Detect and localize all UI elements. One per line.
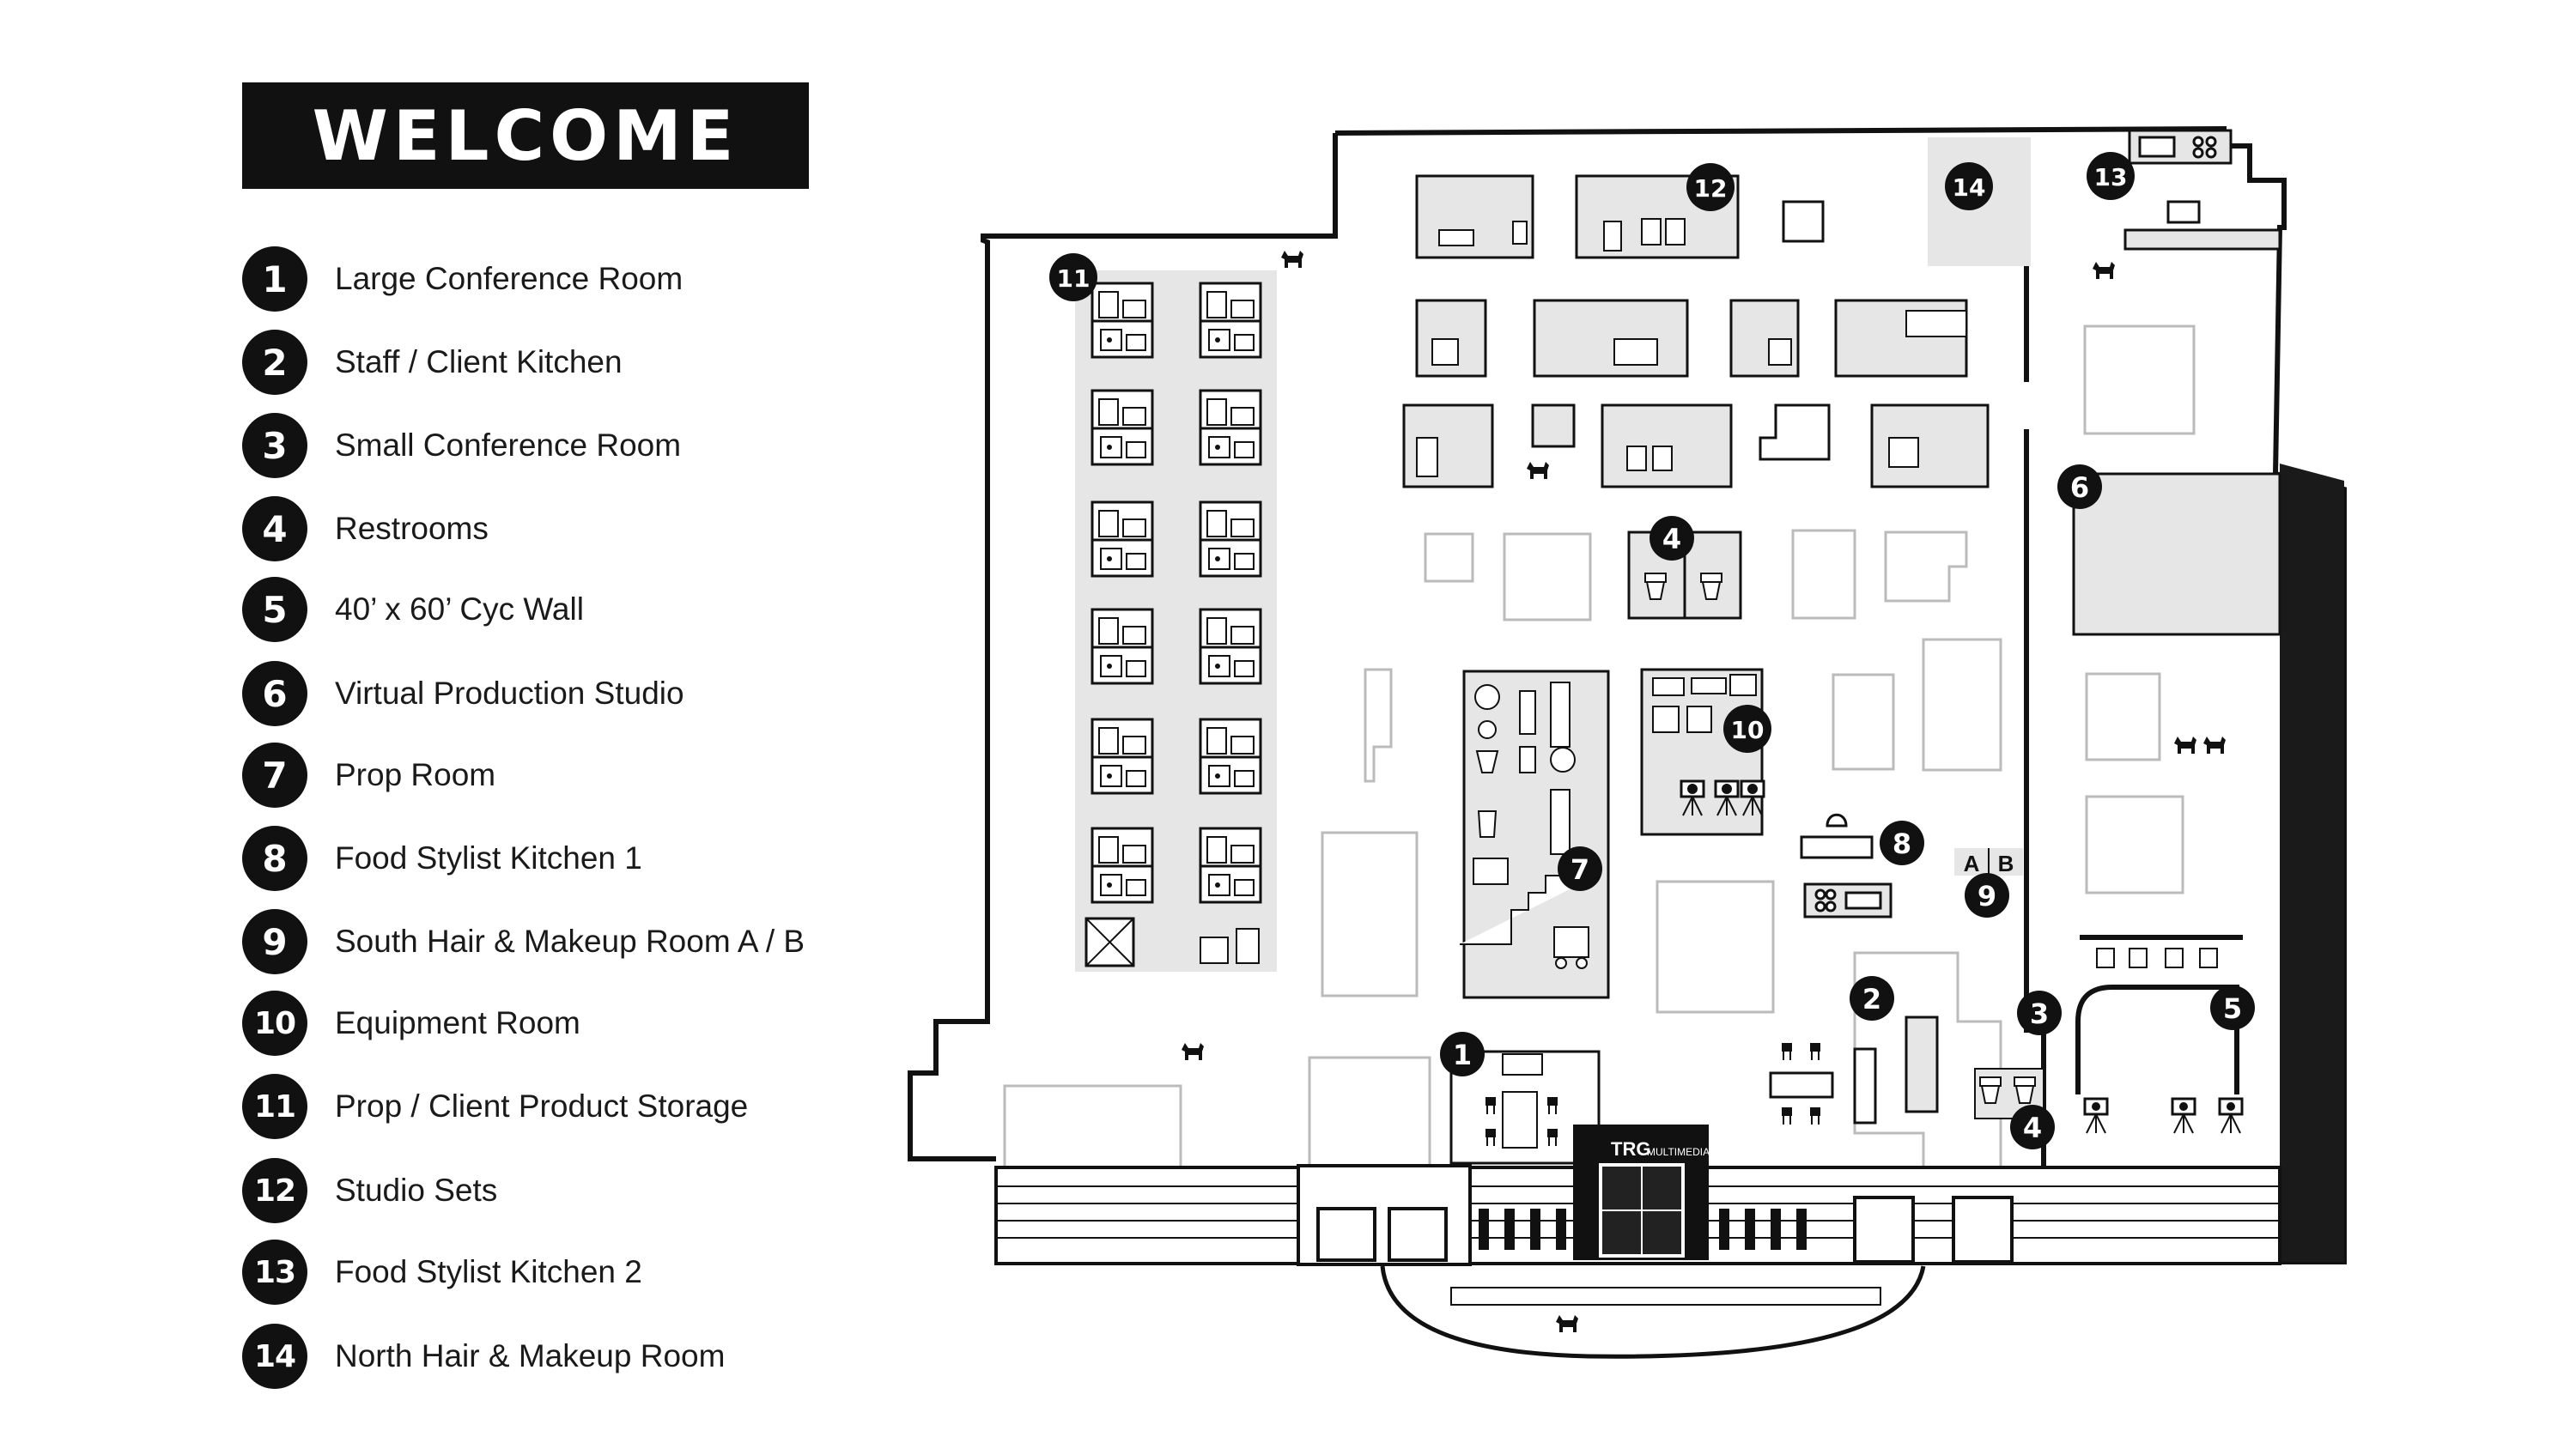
marker-14: 14 — [1945, 162, 1993, 210]
legend-label: South Hair & Makeup Room A / B — [335, 924, 805, 959]
legend-item-4: 4 Restrooms — [242, 494, 489, 563]
legend-item-7: 7 Prop Room — [242, 741, 495, 809]
marker-13: 13 — [2087, 152, 2135, 200]
legend-label: Staff / Client Kitchen — [335, 344, 623, 379]
storage-shelves — [1084, 282, 1262, 967]
dog-icon — [2174, 737, 2196, 754]
marker-3: 3 — [2017, 991, 2062, 1035]
svg-text:4: 4 — [1662, 523, 1681, 555]
legend-number: 6 — [242, 661, 307, 726]
east-wall — [2280, 464, 2344, 1262]
dog-icon — [2093, 262, 2115, 279]
legend-item-10: 10 Equipment Room — [242, 989, 580, 1058]
marker-4-upper: 4 — [1649, 516, 1694, 561]
marker-9: 9 — [1965, 873, 2009, 918]
legend-item-14: 14 North Hair & Makeup Room — [242, 1322, 725, 1391]
legend-item-13: 13 Food Stylist Kitchen 2 — [242, 1238, 642, 1307]
room-6-studio — [2072, 472, 2281, 636]
prop-room-props — [1460, 682, 1597, 969]
marker-5: 5 — [2210, 985, 2255, 1030]
legend-number: 4 — [242, 496, 307, 561]
svg-text:10: 10 — [1731, 716, 1765, 744]
svg-text:8: 8 — [1893, 828, 1911, 860]
legend-number: 1 — [242, 246, 307, 312]
building-sign: TRG — [1611, 1138, 1650, 1160]
legend-number: 10 — [242, 991, 307, 1056]
room-9a-label: A — [1964, 851, 1980, 876]
legend-label: Restrooms — [335, 511, 489, 546]
legend-item-2: 2 Staff / Client Kitchen — [242, 328, 623, 397]
marker-8: 8 — [1880, 821, 1924, 865]
legend-number: 12 — [242, 1158, 307, 1223]
room-9b-label: B — [1998, 851, 2014, 876]
legend-number: 3 — [242, 413, 307, 478]
legend-label: Virtual Production Studio — [335, 676, 684, 711]
dog-icon — [2203, 737, 2226, 754]
marker-12: 12 — [1686, 163, 1735, 211]
legend-item-6: 6 Virtual Production Studio — [242, 659, 684, 728]
svg-text:12: 12 — [1694, 174, 1728, 203]
svg-text:7: 7 — [1571, 853, 1589, 886]
legend-label: Studio Sets — [335, 1173, 498, 1208]
legend-label: Food Stylist Kitchen 1 — [335, 840, 642, 876]
marker-4-lower: 4 — [2010, 1105, 2055, 1149]
svg-text:3: 3 — [2030, 997, 2049, 1030]
legend-label: 40’ x 60’ Cyc Wall — [335, 591, 584, 627]
legend-item-8: 8 Food Stylist Kitchen 1 — [242, 824, 642, 893]
marker-7: 7 — [1558, 846, 1602, 891]
legend-label: Large Conference Room — [335, 261, 683, 296]
staff-kitchen-2 — [1769, 1016, 1939, 1125]
window-bars — [1479, 1209, 1807, 1250]
legend-number: 9 — [242, 909, 307, 974]
equipment-items — [1652, 674, 1765, 817]
kitchen-8 — [1800, 813, 1893, 919]
dog-icon — [1527, 462, 1549, 479]
legend-item-12: 12 Studio Sets — [242, 1156, 497, 1225]
dog-icon — [1281, 251, 1303, 268]
legend-number: 7 — [242, 743, 307, 808]
svg-text:13: 13 — [2094, 163, 2128, 191]
svg-text:1: 1 — [1453, 1039, 1472, 1071]
marker-6: 6 — [2057, 464, 2102, 509]
dog-icon — [1182, 1043, 1204, 1060]
kitchen-13 — [2123, 129, 2281, 251]
legend-label: Food Stylist Kitchen 2 — [335, 1254, 642, 1289]
svg-text:11: 11 — [1057, 264, 1091, 293]
room-10-equipment — [1640, 668, 1764, 836]
legend-item-1: 1 Large Conference Room — [242, 245, 683, 313]
legend-label: Small Conference Room — [335, 427, 682, 463]
legend-number: 5 — [242, 577, 307, 642]
svg-text:14: 14 — [1953, 173, 1986, 202]
legend-label: Prop / Client Product Storage — [335, 1088, 749, 1124]
svg-text:6: 6 — [2070, 471, 2089, 504]
legend-label: Equipment Room — [335, 1005, 580, 1040]
building-sign-sub: MULTIMEDIA — [1647, 1146, 1710, 1158]
main-entrance: TRG MULTIMEDIA — [1573, 1125, 1710, 1260]
svg-text:5: 5 — [2223, 992, 2242, 1025]
legend-number: 2 — [242, 330, 307, 395]
svg-text:9: 9 — [1978, 880, 1996, 912]
marker-11: 11 — [1049, 253, 1097, 301]
marker-2: 2 — [1850, 976, 1894, 1021]
legend-label: Prop Room — [335, 757, 496, 792]
cyc-wall — [2075, 935, 2244, 1135]
legend-number: 11 — [242, 1074, 307, 1139]
welcome-title: WELCOME — [242, 82, 809, 189]
map-markers: 1 2 3 4 4 5 6 7 8 9 10 11 12 13 14 — [1049, 152, 2255, 1149]
legend-number: 14 — [242, 1324, 307, 1389]
legend-number: 8 — [242, 826, 307, 891]
legend-item-9: 9 South Hair & Makeup Room A / B — [242, 907, 805, 976]
marker-1: 1 — [1440, 1032, 1485, 1076]
svg-text:2: 2 — [1862, 983, 1881, 1016]
dog-icon — [1556, 1315, 1578, 1332]
legend-label: North Hair & Makeup Room — [335, 1338, 726, 1373]
legend-item-5: 5 40’ x 60’ Cyc Wall — [242, 575, 584, 644]
marker-10: 10 — [1723, 705, 1771, 753]
svg-text:4: 4 — [2023, 1112, 2042, 1144]
legend-item-3: 3 Small Conference Room — [242, 411, 681, 480]
legend-number: 13 — [242, 1240, 307, 1305]
legend-item-11: 11 Prop / Client Product Storage — [242, 1072, 748, 1141]
set-details — [1416, 218, 1967, 477]
